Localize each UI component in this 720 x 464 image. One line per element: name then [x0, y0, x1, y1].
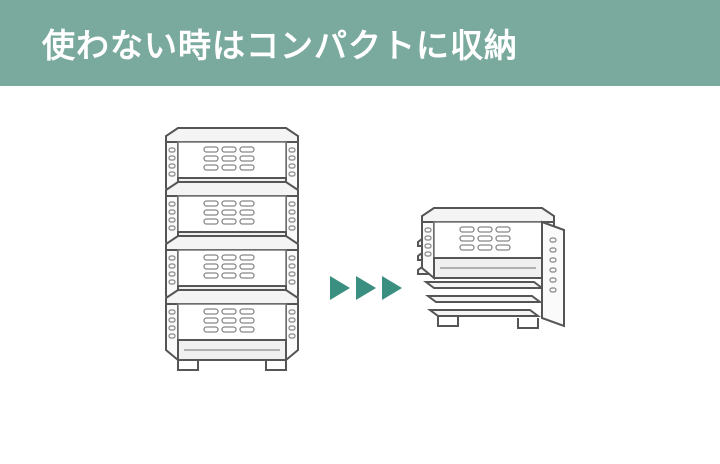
illustration-area — [0, 86, 720, 464]
arrow-right-icons — [330, 276, 402, 300]
nested-baskets-compact — [417, 207, 565, 329]
stacked-baskets-tall — [165, 127, 299, 371]
header-banner: 使わない時はコンパクトに収納 — [0, 0, 720, 86]
banner-title: 使わない時はコンパクトに収納 — [42, 26, 518, 65]
illustration-svg — [165, 127, 565, 371]
